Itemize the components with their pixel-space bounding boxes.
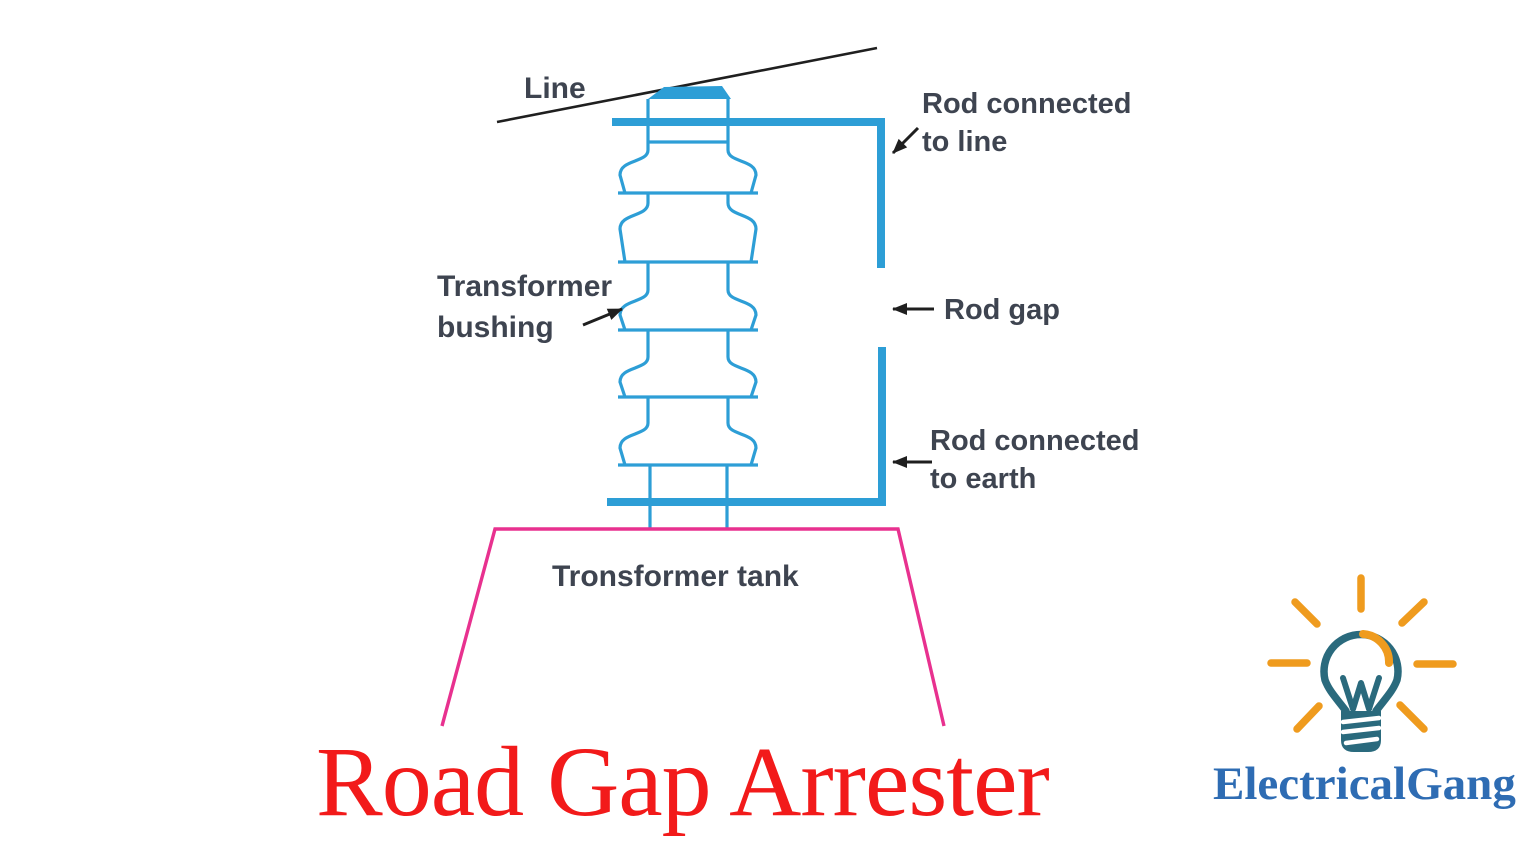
rod-connected-to-line-label: Rod connected to line <box>922 88 1132 158</box>
arrow-icon-rod-line <box>891 126 920 155</box>
light-bulb-icon <box>1267 574 1457 752</box>
rod-to-line-shape <box>612 118 885 268</box>
transformer-bushing-shape <box>618 86 758 529</box>
transformer-bushing-label: Transformer bushing <box>437 270 613 344</box>
arrow-icon-bushing <box>582 307 623 327</box>
power-line <box>496 46 878 124</box>
logo-wordmark: ElectricalGang <box>1213 758 1516 810</box>
bushing-cap <box>648 86 731 99</box>
rod-connected-to-earth-label: Rod connected to earth <box>930 425 1140 495</box>
transformer-tank-shape <box>440 527 946 727</box>
bulb-rays <box>1267 574 1457 733</box>
bulb-base-stripes <box>1340 715 1382 746</box>
bulb-shine-arc <box>1359 630 1393 667</box>
annotation-arrows <box>582 126 934 468</box>
rod-to-earth-shape <box>607 347 886 506</box>
bulb-filament <box>1340 675 1382 712</box>
rod-gap-label: Rod gap <box>944 294 1060 326</box>
line-label: Line <box>524 72 586 105</box>
transformer-tank-label: Tronsformer tank <box>552 560 799 593</box>
page-title: Road Gap Arrester <box>316 726 1050 837</box>
